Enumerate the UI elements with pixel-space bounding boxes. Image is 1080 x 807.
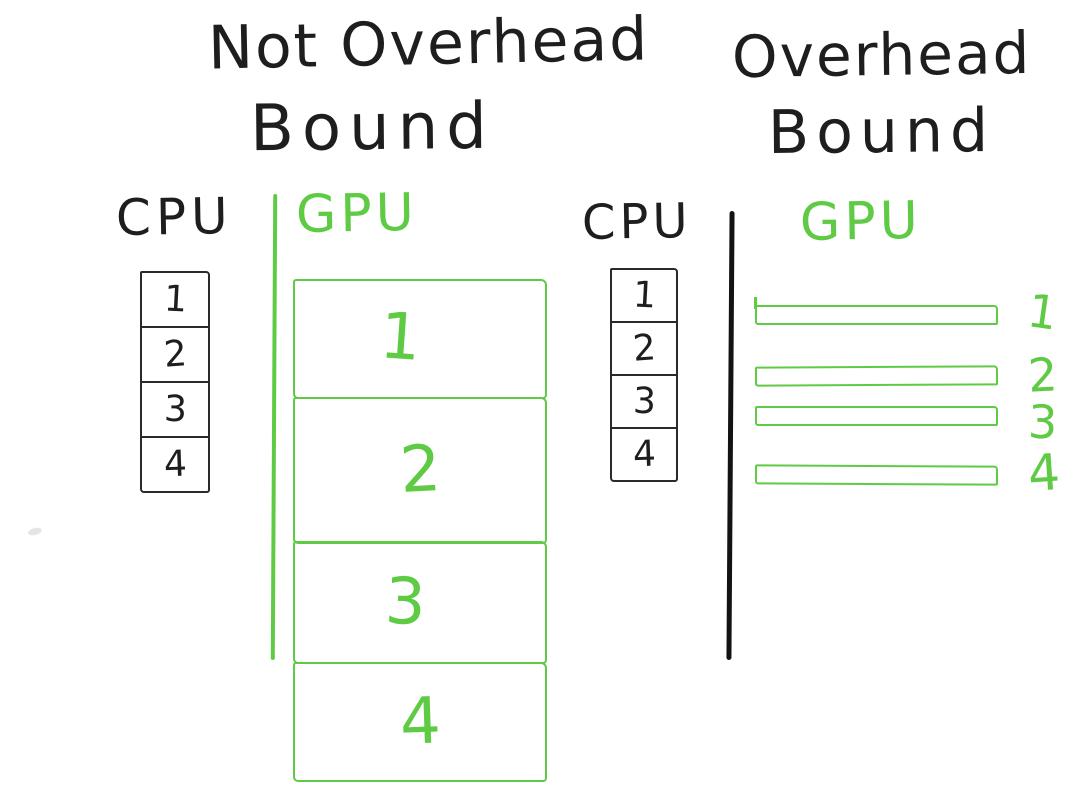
gpu-task-bar bbox=[755, 305, 998, 325]
right-gpu-label: GPU bbox=[799, 190, 923, 254]
cpu-task-cell: 4 bbox=[612, 429, 676, 480]
pen-overshoot-mark bbox=[754, 297, 757, 309]
right-cpu-gpu-divider-line bbox=[726, 210, 735, 661]
gpu-task-number: 3 bbox=[383, 564, 427, 640]
cpu-task-cell: 2 bbox=[612, 323, 676, 376]
cpu-task-number: 4 bbox=[162, 443, 188, 485]
cpu-task-number: 1 bbox=[162, 277, 188, 321]
gpu-bar-number: 2 bbox=[1026, 347, 1059, 403]
right-cpu-label: CPU bbox=[581, 193, 693, 251]
gpu-task-box: 2 bbox=[293, 396, 547, 544]
gpu-task-number: 1 bbox=[377, 299, 423, 376]
gpu-bar-number: 1 bbox=[1024, 283, 1061, 341]
cpu-task-cell: 2 bbox=[142, 328, 208, 383]
gpu-task-box: 3 bbox=[293, 541, 547, 664]
left-cpu-label: CPU bbox=[115, 186, 234, 248]
cpu-task-cell: 3 bbox=[612, 376, 676, 429]
right-title-line2: Bound bbox=[767, 96, 996, 168]
cpu-task-cell: 4 bbox=[142, 438, 208, 491]
gpu-bar-number: 4 bbox=[1026, 442, 1062, 504]
right-title-line1: Overhead bbox=[731, 18, 1032, 92]
gpu-task-box: 1 bbox=[293, 279, 547, 399]
left-gpu-label: GPU bbox=[295, 182, 419, 246]
cpu-task-number: 2 bbox=[162, 332, 188, 376]
left-cpu-gpu-divider-line bbox=[270, 193, 278, 661]
left-gpu-task-stack: 1 2 3 4 bbox=[293, 279, 547, 782]
left-title-line1: Not Overhead bbox=[207, 4, 650, 84]
cpu-task-number: 3 bbox=[162, 388, 188, 430]
left-cpu-task-column: 1 2 3 4 bbox=[140, 271, 210, 493]
gpu-task-bar bbox=[754, 365, 999, 387]
gpu-task-bar bbox=[755, 406, 998, 426]
cpu-task-number: 2 bbox=[631, 326, 657, 370]
gpu-task-box: 4 bbox=[293, 661, 547, 782]
cpu-task-cell: 3 bbox=[142, 383, 208, 438]
stray-mark bbox=[27, 526, 43, 537]
cpu-task-cell: 1 bbox=[612, 270, 676, 323]
gpu-bar-number: 3 bbox=[1027, 394, 1059, 450]
cpu-task-number: 1 bbox=[631, 273, 657, 317]
cpu-task-number: 3 bbox=[631, 380, 657, 422]
left-title-line2: Bound bbox=[249, 89, 496, 167]
right-cpu-task-column: 1 2 3 4 bbox=[610, 268, 678, 482]
gpu-task-number: 2 bbox=[397, 431, 443, 509]
gpu-task-bar bbox=[754, 464, 999, 486]
cpu-task-cell: 1 bbox=[142, 273, 208, 328]
gpu-task-number: 4 bbox=[398, 683, 442, 760]
cpu-task-number: 4 bbox=[631, 433, 657, 475]
